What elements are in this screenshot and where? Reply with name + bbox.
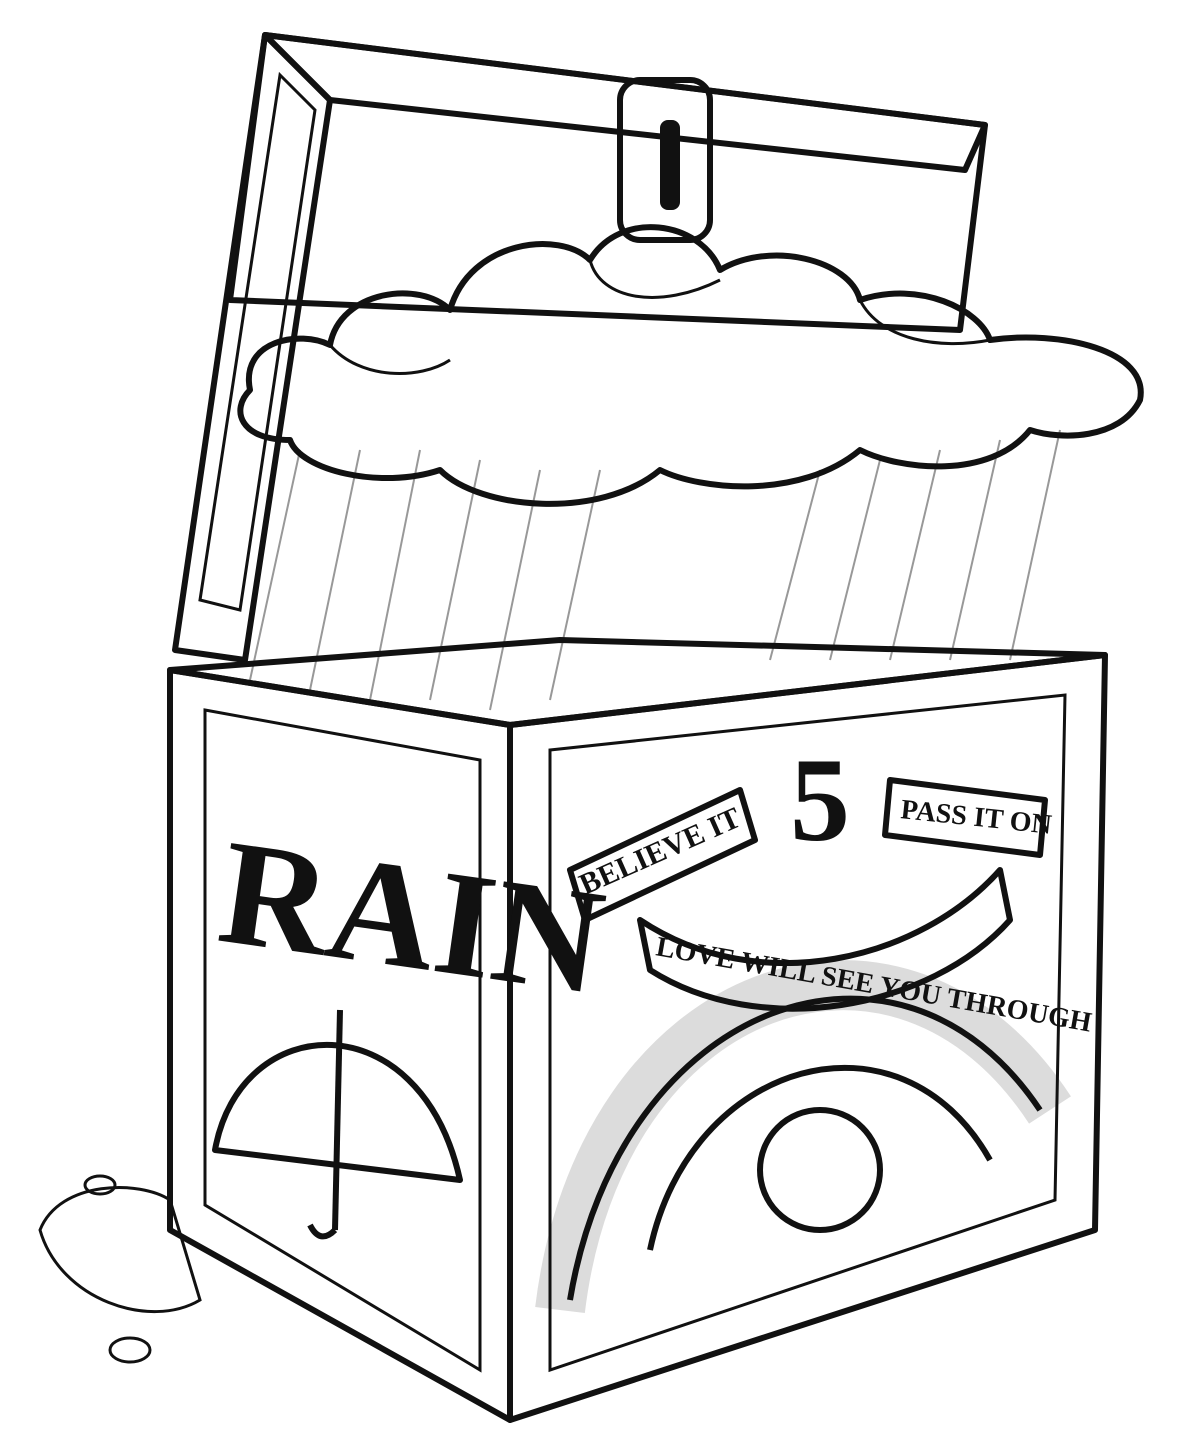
cloud <box>237 224 1144 507</box>
emblem-numeral: 5 <box>790 733 850 866</box>
rain <box>249 429 1061 711</box>
umbrella-icon <box>212 1009 463 1240</box>
chest-lid <box>172 32 988 663</box>
lock-clasp-icon <box>617 77 713 243</box>
rain-title: RAIN <box>210 808 613 1026</box>
puddle <box>38 1174 202 1364</box>
banner-pass-it-on: PASS IT ON <box>899 794 1053 841</box>
sun-face-icon <box>757 1107 883 1233</box>
chest-box: RAIN 5 BELIEVE IT PASS IT ON LOVE WILL S… <box>167 637 1108 1423</box>
